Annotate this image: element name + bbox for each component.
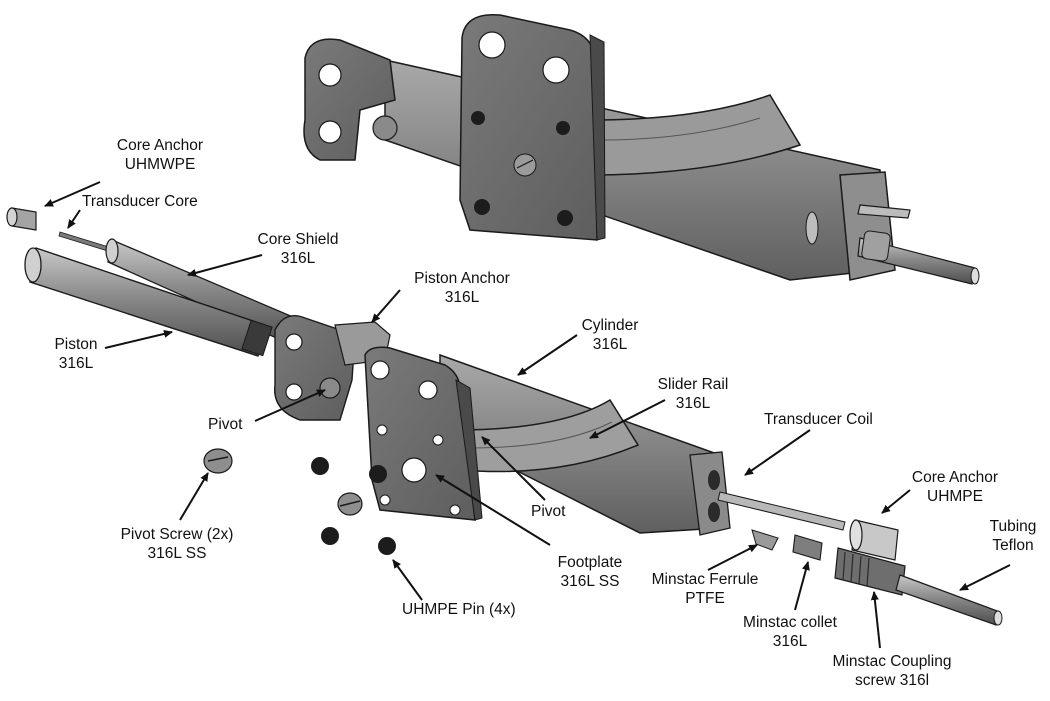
label-minstac-collet: Minstac collet 316L [730,613,850,651]
arrow-uhmpe-pin [392,559,423,601]
arrow-pivot-left [254,389,326,422]
label-line-2: 316L [675,395,711,412]
label-line-2: 316L SS [560,573,620,590]
arrow-footplate [435,474,551,546]
label-pivot-right: Pivot [531,502,565,521]
core-anchor-uhmpe-part [849,519,899,561]
label-transducer-core: Transducer Core [82,192,198,211]
label-line-2: UHMWPE [124,156,196,173]
arrow-tubing [959,564,1011,591]
slider-rail-part [454,398,640,473]
transducer-coil-part [717,491,846,531]
label-line-1: Piston Anchor [414,270,510,287]
label-line-2: PTFE [685,590,725,607]
label-line-1: Pivot [208,416,243,433]
minstac-coupling-part [834,547,906,596]
minstac-collet-part [792,534,823,561]
exploded-view [6,207,1003,626]
assembled-back-plate [303,38,398,161]
label-cylinder: Cylinder 316L [568,316,652,354]
label-core-anchor-right: Core Anchor UHMPE [895,468,1015,506]
label-line-2: 316L [592,336,628,353]
assembled-view [303,13,980,285]
label-piston-anchor: Piston Anchor 316L [400,269,524,307]
uhmpe-pin-part [311,457,396,555]
label-line-1: Cylinder [581,317,639,334]
label-line-1: Minstac Coupling [832,653,952,670]
label-line-1: Tubing [989,518,1037,535]
label-line-1: Core Anchor [911,469,999,486]
label-line-2: 316L [58,355,94,372]
minstac-ferrule-part [751,529,779,551]
label-line-2: 316L SS [147,545,207,562]
arrow-transducer-core [67,209,81,229]
label-line-1: Minstac collet [743,614,837,631]
piston-part [24,247,273,357]
label-minstac-coupling: Minstac Coupling screw 316l [820,652,964,690]
assembled-tubes [857,204,980,285]
arrow-cylinder [517,334,578,376]
label-line-1: Pivot Screw (2x) [120,526,234,543]
arrow-core-shield [187,254,263,277]
label-pivot-left: Pivot [208,415,242,434]
label-line-1: Core Shield [257,231,339,248]
arrow-piston [104,329,173,349]
leader-arrows [44,181,1011,649]
label-line-1: UHMPE Pin (4x) [402,601,516,618]
label-piston: Piston 316L [46,335,106,373]
label-transducer-coil: Transducer Coil [764,410,873,429]
label-core-shield: Core Shield 316L [248,230,348,268]
label-line-1: Piston [54,336,98,353]
label-line-2: 316L [280,250,316,267]
core-anchor-uhmwpe-part [6,207,37,231]
label-footplate: Footplate 316L SS [540,553,640,591]
label-line-1: Slider Rail [657,376,729,393]
arrow-core-anchor-top [44,181,101,207]
pivot-screw-part [203,448,363,516]
transducer-core-part [58,231,113,253]
label-line-2: 316L [444,289,480,306]
label-minstac-ferrule: Minstac Ferrule PTFE [640,570,770,608]
arrow-minstac-coupling [870,591,881,649]
label-tubing: Tubing Teflon [980,517,1046,555]
label-line-2: 316L [772,633,808,650]
label-line-2: screw 316l [854,672,930,689]
arrow-pivot-screw [179,472,209,521]
label-line-1: Transducer Coil [764,411,873,428]
arrow-core-anchor-right [881,489,911,514]
assembled-footplate [459,13,606,241]
label-uhmpe-pin: UHMPE Pin (4x) [402,600,516,619]
arrow-slider-rail [589,399,666,439]
label-line-1: Footplate [557,554,623,571]
arrow-pivot-right [481,436,546,501]
label-core-anchor-top: Core Anchor UHMWPE [100,136,220,174]
label-line-1: Transducer Core [82,193,198,210]
tubing-part [895,574,1003,626]
label-line-1: Core Anchor [116,137,204,154]
arrow-minstac-ferrule [707,544,758,571]
label-slider-rail: Slider Rail 316L [647,375,739,413]
arrow-minstac-collet [794,561,810,611]
label-line-1: Pivot [531,503,566,520]
label-line-2: Teflon [992,537,1034,554]
label-pivot-screw: Pivot Screw (2x) 316L SS [105,525,249,563]
arrow-piston-anchor [371,289,401,323]
arrow-transducer-coil [744,429,811,476]
footplate-part [364,346,483,521]
assembled-slider-rail [589,94,802,176]
label-line-1: Minstac Ferrule [651,571,759,588]
label-line-2: UHMPE [927,488,983,505]
